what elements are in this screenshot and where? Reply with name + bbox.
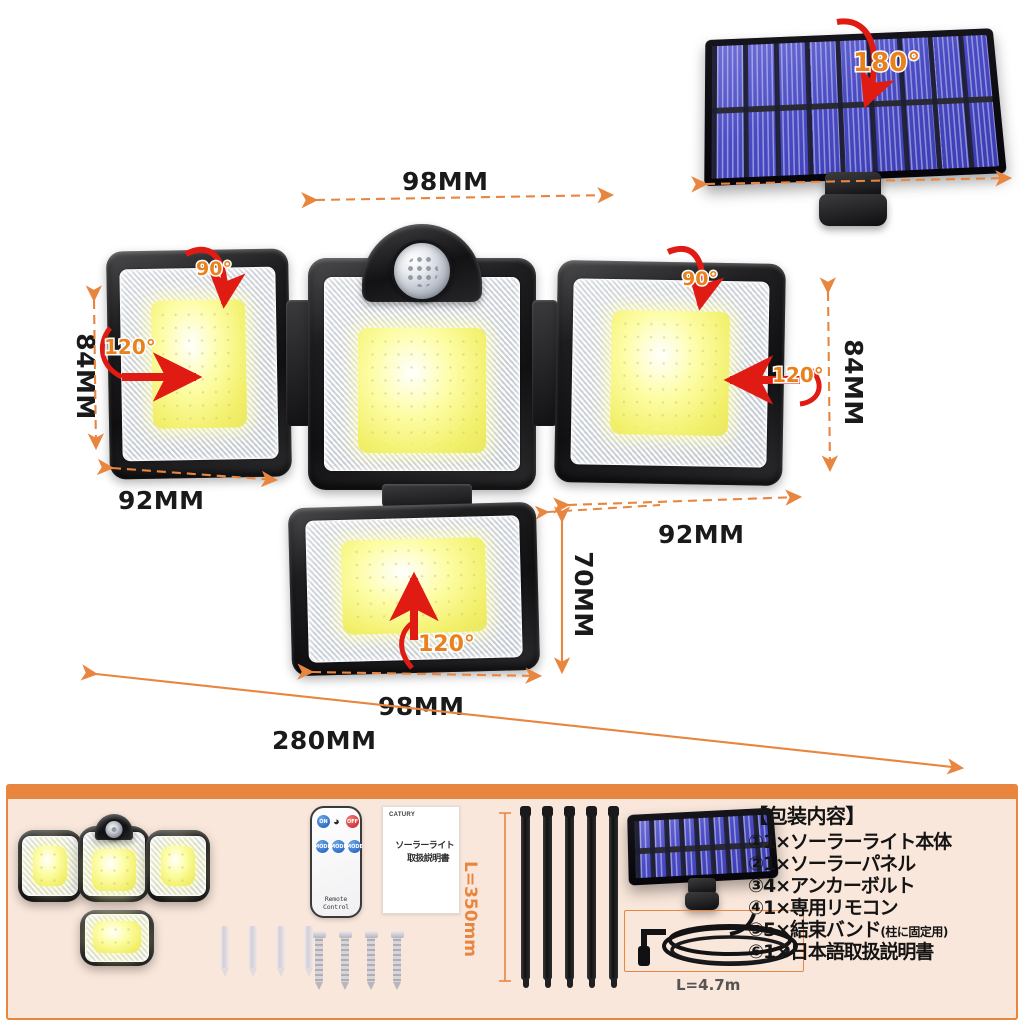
package-list-item: ⑤5×結束バンド(柱に固定用) <box>748 919 1010 941</box>
item-marker: ④ <box>748 897 764 920</box>
wall-plug <box>220 926 229 968</box>
solar-panel-base <box>818 194 887 226</box>
dimension-diagram: 98MM 84MM 92MM 84MM 92MM 70MM 98MM 280MM… <box>0 0 1024 783</box>
manual-title-line2: 取扱説明書 <box>406 854 450 864</box>
item-text: 1×専用リモコン <box>763 897 898 920</box>
lamp-body-right <box>554 260 786 486</box>
cob-led-bottom <box>340 536 488 635</box>
motion-sensor-housing <box>362 224 482 302</box>
item-marker: ① <box>748 831 764 853</box>
angle-label-right-tilt: 90° <box>681 267 720 292</box>
lamp-head-left <box>106 248 292 480</box>
package-item-light-fixture <box>16 808 210 998</box>
wall-plug <box>276 926 285 968</box>
cob-led-right <box>609 309 731 437</box>
screw <box>312 931 326 982</box>
cable-tie <box>564 806 575 988</box>
item-text: 1×日本語取扱説明書 <box>763 941 934 964</box>
item-text: 1×ソーラーライト本体 <box>763 831 952 853</box>
angle-label-bottom-tilt: 120° <box>417 631 477 659</box>
dim-right-84mm: 84MM <box>838 339 868 426</box>
screw <box>390 931 404 982</box>
package-list-item: ⑥1×日本語取扱説明書 <box>748 941 1010 963</box>
dim-bottom-70mm: 70MM <box>568 551 598 638</box>
manual-brand: CATURY <box>389 812 416 818</box>
cable-tie <box>520 806 531 988</box>
dim-left-92mm: 92MM <box>118 486 205 515</box>
dim-right-92mm: 92MM <box>658 520 745 549</box>
cable-dimension-box <box>624 910 804 972</box>
remote-button-off[interactable]: OFF <box>346 815 359 828</box>
package-list-item: ②1×ソーラーパネル <box>748 853 1010 875</box>
angle-label-left-tilt: 90° <box>195 257 234 282</box>
screw <box>364 931 378 982</box>
remote-button-mode-2[interactable]: MODE <box>330 840 347 853</box>
dim-bottom-98mm: 98MM <box>378 692 465 721</box>
cable-tie <box>608 806 619 988</box>
package-contents-heading: 【包装内容】 <box>748 804 866 828</box>
package-contents-panel: ON ◕ OFF MODE MODE MODE Remote Control C… <box>6 784 1018 1020</box>
package-item-manual: CATURY ソーラーライト 取扱説明書 <box>382 806 460 914</box>
lamp-head-bottom <box>287 501 541 677</box>
cable-tie <box>542 806 553 988</box>
wifi-icon: ◕ <box>333 816 340 828</box>
cable-tie <box>586 806 597 988</box>
angle-label-left-swivel: 120° <box>103 334 158 361</box>
angle-label-solar-rotate: 180° <box>851 47 921 80</box>
pir-motion-sensor-icon <box>391 240 453 302</box>
item-note: (柱に固定用) <box>880 925 948 940</box>
lamp-head-right <box>554 260 786 486</box>
dim-left-84mm: 84MM <box>70 333 100 420</box>
item-text: 5×結束バンド <box>763 919 881 942</box>
angle-label-right-swivel: 120° <box>771 362 826 389</box>
lamp-head-center <box>308 224 536 490</box>
screw <box>338 931 352 982</box>
cob-led-center <box>358 327 486 453</box>
package-top-bar <box>8 786 1016 799</box>
wall-plug <box>248 926 257 968</box>
hinge-left <box>286 300 312 426</box>
lamp-body-bottom <box>287 501 541 677</box>
item-text: 1×ソーラーパネル <box>763 853 916 876</box>
dim-top-98mm: 98MM <box>402 167 489 196</box>
package-item-solar-panel <box>627 807 779 920</box>
remote-button-on[interactable]: ON <box>317 815 330 828</box>
package-list-item: ④1×専用リモコン <box>748 897 1010 919</box>
item-marker: ⑤ <box>748 919 764 942</box>
dim-overall-280mm: 280MM <box>272 726 377 755</box>
remote-button-mode-1[interactable]: MODE <box>314 840 331 853</box>
package-list-item: ①1×ソーラーライト本体 <box>748 831 1010 853</box>
wall-plug <box>304 926 313 968</box>
package-contents-list: 【包装内容】 ①1×ソーラーライト本体 ②1×ソーラーパネル ③4×アンカーボル… <box>748 800 1010 963</box>
item-marker: ③ <box>748 875 764 898</box>
item-marker: ⑥ <box>748 941 764 964</box>
cob-led-left <box>150 299 248 429</box>
manual-title-line1: ソーラーライト <box>395 841 454 851</box>
package-item-remote-control[interactable]: ON ◕ OFF MODE MODE MODE Remote Control <box>310 806 363 918</box>
item-marker: ② <box>748 853 764 876</box>
package-list-item: ③4×アンカーボルト <box>748 875 1010 897</box>
cable-tie-length-label: L=350mm <box>460 861 480 957</box>
lamp-body-left <box>106 248 292 480</box>
cable-length-label: L=4.7m <box>676 976 741 994</box>
remote-control-label: Remote Control <box>323 895 349 911</box>
item-text: 4×アンカーボルト <box>763 875 916 898</box>
remote-button-mode-3[interactable]: MODE <box>346 840 363 853</box>
hinge-right <box>532 300 558 426</box>
